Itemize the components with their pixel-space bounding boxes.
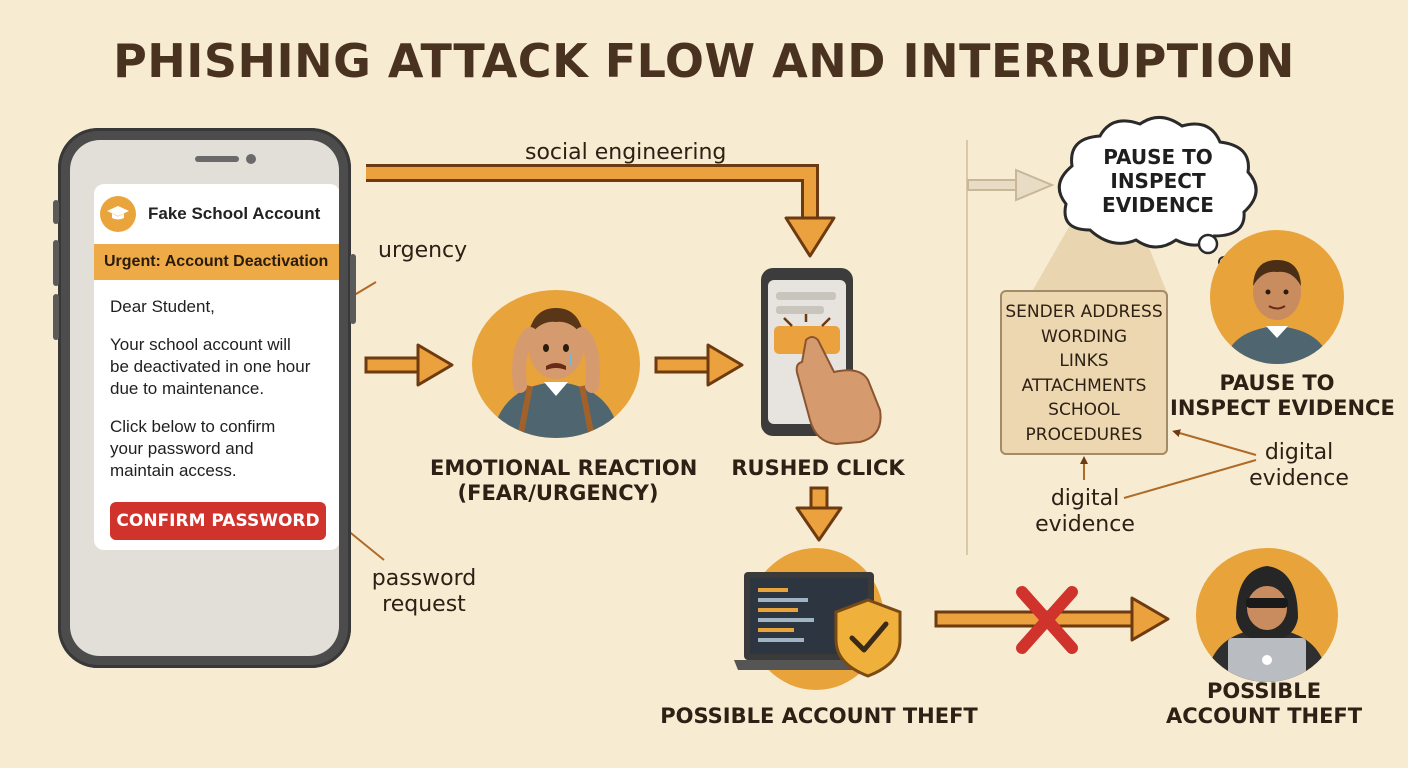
urgency-note: urgency	[378, 238, 468, 263]
calm-student-illustration	[1210, 230, 1344, 364]
digital-evidence-note-left: digital evidence	[1035, 486, 1135, 537]
social-engineering-arrow	[366, 164, 836, 258]
email-paragraph-2: Click below to confirm your password and…	[110, 417, 276, 480]
phone-side-button	[53, 294, 59, 340]
phone-side-button	[53, 200, 59, 224]
account-theft-right-caption: POSSIBLE ACCOUNT THEFT	[1166, 679, 1363, 728]
page-title: PHISHING ATTACK FLOW AND INTERRUPTION	[113, 34, 1295, 88]
email-subject: Urgent: Account Deactivation	[94, 244, 339, 280]
graduation-cap-icon	[100, 196, 136, 232]
social-engineering-label: social engineering	[525, 140, 727, 165]
email-sender-row: Fake School Account	[100, 196, 320, 232]
phone-side-button	[350, 254, 356, 324]
checklist-item: LINKS	[1059, 351, 1109, 371]
email-paragraph-1: Your school account will be deactivated …	[110, 335, 311, 398]
arrow-to-click	[654, 343, 744, 387]
phone-side-button	[53, 240, 59, 286]
evidence-checklist: SENDER ADDRESS WORDING LINKS ATTACHMENTS…	[1000, 290, 1168, 455]
phone-screen: Fake School Account Urgent: Account Deac…	[70, 140, 339, 656]
checklist-item: SCHOOL	[1048, 400, 1120, 420]
confirm-password-button[interactable]: CONFIRM PASSWORD	[110, 502, 326, 540]
password-request-note: password request	[371, 566, 477, 617]
pause-inspect-caption: PAUSE TO INSPECT EVIDENCE	[1170, 371, 1395, 420]
cross-mark-icon	[1016, 586, 1078, 654]
checklist-item: WORDING	[1041, 326, 1127, 347]
phone-speaker	[195, 156, 239, 162]
emotional-reaction-caption: EMOTIONAL REACTION (FEAR/URGENCY)	[430, 456, 698, 505]
hacker-illustration	[1196, 548, 1338, 682]
arrow-to-emotion	[364, 343, 454, 387]
account-theft-caption: POSSIBLE ACCOUNT THEFT	[660, 704, 978, 728]
digital-evidence-note-right: digital evidence	[1249, 440, 1349, 491]
arrow-to-theft	[795, 486, 843, 542]
checklist-item: SENDER ADDRESS	[1005, 302, 1163, 322]
phishing-email: Fake School Account Urgent: Account Deac…	[94, 184, 339, 550]
rushed-click-caption: RUSHED CLICK	[731, 456, 905, 480]
checklist-item: PROCEDURES	[1025, 424, 1143, 445]
thought-cloud-text: PAUSE TO INSPECT EVIDENCE	[1102, 145, 1214, 217]
checklist-item: ATTACHMENTS	[1021, 375, 1147, 396]
phone-mockup: Fake School Account Urgent: Account Deac…	[53, 128, 356, 668]
email-sender: Fake School Account	[148, 204, 321, 223]
email-greeting: Dear Student,	[110, 297, 215, 316]
faded-arrow	[967, 168, 1055, 202]
emotional-reaction-illustration	[472, 290, 640, 438]
phone-camera	[246, 154, 256, 164]
